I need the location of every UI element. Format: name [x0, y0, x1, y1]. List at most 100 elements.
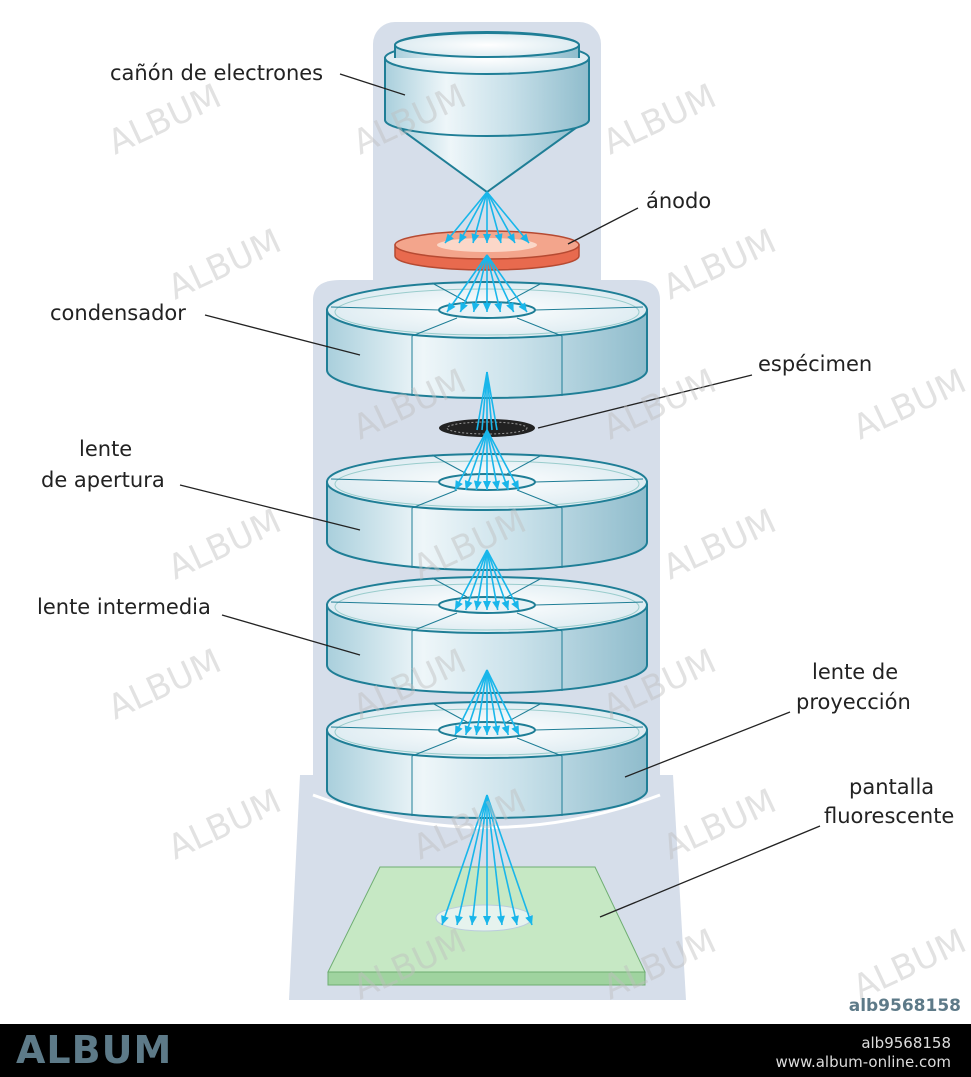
beam-arrowhead [507, 233, 515, 243]
electron-beam-ray [481, 371, 488, 431]
beam-arrowhead [520, 233, 529, 243]
beam-arrowhead [501, 725, 510, 735]
beam-arrowhead [469, 915, 478, 925]
electron-beam-ray [486, 429, 510, 491]
beam-arrowhead [473, 725, 482, 735]
beam-arrowhead [483, 916, 491, 925]
beam-arrowhead [455, 725, 463, 735]
watermark-text: ALBUM [102, 641, 227, 728]
beam-arrowhead [483, 234, 491, 243]
beam-arrowhead [492, 725, 501, 735]
watermark-text: ALBUM [597, 76, 722, 163]
electron-beam-ray [476, 371, 488, 431]
electron-beam-ray [486, 549, 510, 611]
electron-beam-ray [475, 549, 488, 611]
electron-beam-ray [486, 429, 520, 491]
electron-beam-ray [486, 191, 530, 244]
label-aperture-line1: lente [79, 437, 132, 461]
electron-beam-ray [486, 191, 516, 244]
electron-beam-ray [446, 254, 488, 313]
footer-url[interactable]: www.album-online.com [775, 1053, 951, 1071]
electron-beam-ray [444, 191, 488, 244]
electron-beam-ray [464, 669, 488, 736]
electron-beam-ray [458, 191, 488, 244]
electron-beam-ray [456, 794, 488, 926]
beam-arrowhead [455, 480, 463, 490]
label-intermediate: lente intermedia [37, 595, 211, 619]
footer-bar: ALBUM alb9568158 www.album-online.com [0, 1024, 971, 1077]
electron-beam-ray [486, 254, 502, 313]
beam-arrowhead [455, 600, 463, 610]
electron-beam-ray [486, 254, 515, 313]
beam-arrowhead [464, 600, 473, 610]
beam-arrowhead [494, 302, 503, 312]
beam-arrowhead [492, 600, 501, 610]
beam-arrowhead [483, 303, 491, 312]
electron-beam-ray [486, 371, 493, 431]
electron-beam-ray [486, 794, 518, 926]
beam-arrowhead [445, 233, 454, 243]
label-specimen: espécimen [758, 352, 872, 376]
beam-arrowhead [483, 726, 491, 735]
beam-arrowhead [447, 302, 456, 312]
beam-arrowhead [483, 481, 491, 490]
beam-arrowhead [471, 233, 480, 243]
watermark-text: ALBUM [657, 501, 782, 588]
electron-beams [441, 191, 533, 926]
electron-beam-ray [459, 254, 488, 313]
electron-gun [384, 31, 590, 194]
beam-arrowhead [492, 480, 501, 490]
beam-arrowhead [525, 915, 533, 925]
electron-beam-ray [486, 549, 499, 611]
beam-arrowhead [518, 302, 527, 312]
label-screen-line2: fluorescente [824, 804, 954, 828]
beam-arrowhead [511, 480, 519, 490]
beam-arrowhead [441, 915, 449, 925]
electron-beam-ray [441, 794, 488, 926]
label-condenser: condensador [50, 301, 186, 325]
footer-info: alb9568158 www.album-online.com [776, 1034, 951, 1072]
electron-beam-ray [464, 429, 488, 491]
beam-arrowhead [511, 725, 519, 735]
album-logo: ALBUM [16, 1028, 173, 1072]
electron-beam-ray [471, 794, 488, 926]
electron-beam-ray [486, 371, 498, 431]
beam-arrowhead [471, 302, 480, 312]
label-projection-line1: lente de [812, 660, 898, 684]
beam-arrowhead [464, 480, 473, 490]
electron-beam-ray [475, 429, 488, 491]
electron-beam-ray [472, 254, 488, 313]
label-screen-line1: pantalla [849, 775, 934, 799]
electron-beam-ray [464, 549, 488, 611]
watermark-text: ALBUM [657, 221, 782, 308]
electron-beam-ray [486, 794, 503, 926]
electron-beam-ray [486, 254, 528, 313]
beam-arrowhead [455, 915, 463, 925]
beam-arrowhead [511, 915, 519, 925]
electron-beam-ray [486, 669, 520, 736]
label-aperture-line2: de apertura [41, 468, 165, 492]
leader-lines [179, 73, 821, 918]
electron-beam-ray [454, 549, 488, 611]
watermark-text: ALBUM [162, 221, 287, 308]
electron-beam-ray [454, 669, 488, 736]
beam-arrowhead [473, 600, 482, 610]
beam-arrowhead [494, 233, 503, 243]
label-anode: ánodo [646, 189, 711, 213]
watermark-text: ALBUM [162, 781, 287, 868]
beam-arrowhead [501, 480, 510, 490]
electron-beam-ray [486, 669, 499, 736]
label-electron-gun: cañón de electrones [110, 61, 323, 85]
beam-arrowhead [511, 600, 519, 610]
electron-beam-ray [486, 549, 520, 611]
beam-arrowhead [473, 480, 482, 490]
watermark-text: ALBUM [162, 501, 287, 588]
beam-arrowhead [501, 600, 510, 610]
electron-beam-ray [486, 794, 533, 926]
image-id-tag: alb9568158 [848, 996, 961, 1016]
electron-microscope-diagram: cañón de electrones ánodo condensador es… [37, 22, 971, 1008]
footer-id: alb9568158 [861, 1034, 951, 1052]
beam-arrowhead [483, 601, 491, 610]
beam-arrowhead [496, 915, 505, 925]
electron-beam-ray [486, 429, 499, 491]
